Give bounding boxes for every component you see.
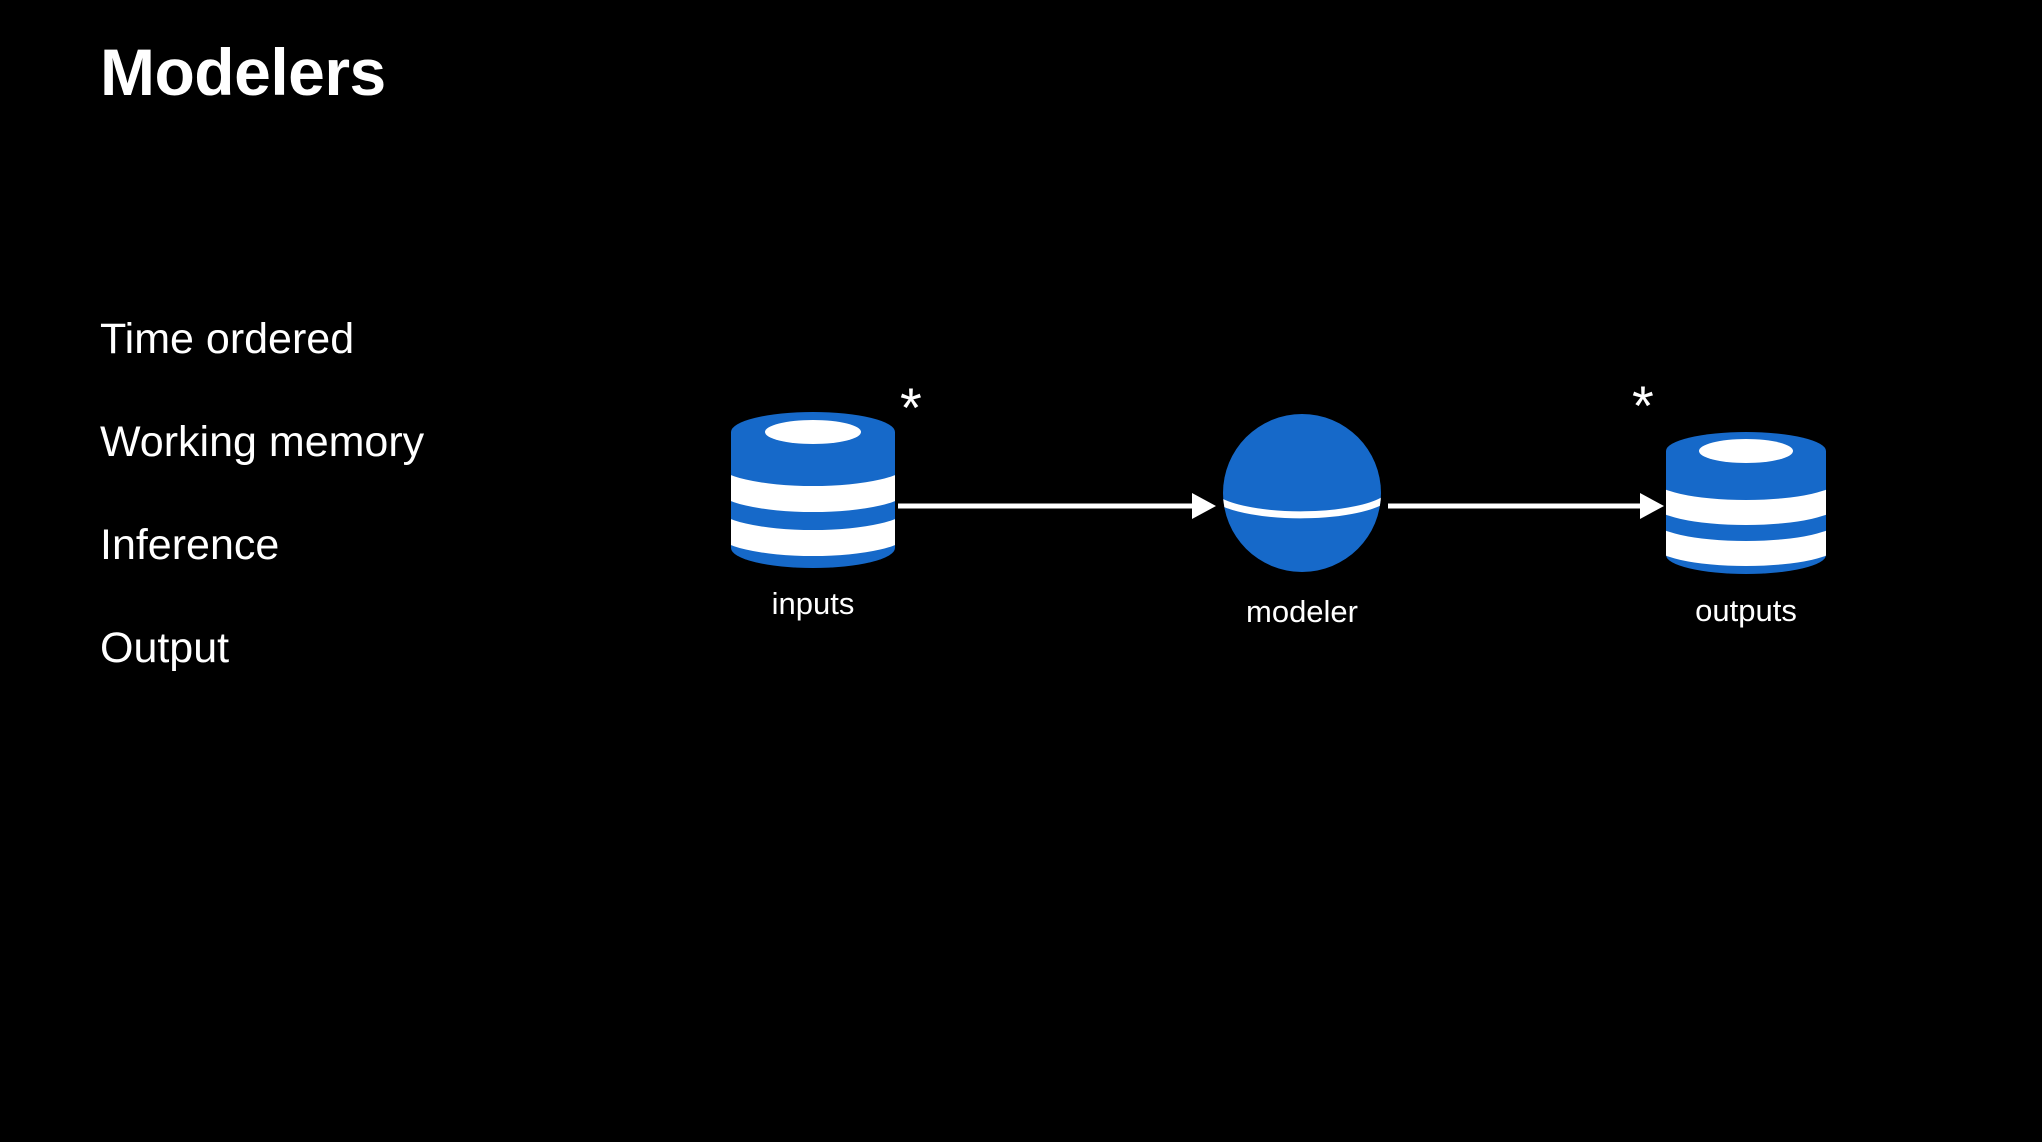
list-item: Working memory bbox=[100, 418, 425, 466]
edge-modeler-to-outputs bbox=[1388, 486, 1664, 531]
node-modeler[interactable]: modeler bbox=[1222, 413, 1382, 627]
arrow-icon bbox=[898, 493, 1216, 519]
database-icon bbox=[731, 412, 895, 568]
multiplicity-asterisk-outputs: * bbox=[1632, 374, 1654, 437]
list-item: Time ordered bbox=[100, 315, 355, 363]
node-inputs[interactable]: inputs bbox=[728, 412, 898, 619]
database-icon bbox=[1666, 432, 1826, 574]
edge-inputs-to-modeler bbox=[898, 486, 1216, 531]
list-item: Inference bbox=[100, 521, 280, 569]
node-outputs[interactable]: outputs bbox=[1663, 432, 1829, 626]
list-item: Output bbox=[100, 624, 230, 672]
node-label-modeler: modeler bbox=[1246, 594, 1358, 629]
arrow-icon bbox=[1388, 493, 1664, 519]
bullet-list: Time ordered Working memory Inference Ou… bbox=[100, 318, 720, 670]
multiplicity-asterisk-inputs: * bbox=[900, 376, 922, 439]
node-label-inputs: inputs bbox=[771, 586, 855, 621]
sphere-icon bbox=[1223, 414, 1381, 572]
node-label-outputs: outputs bbox=[1695, 593, 1797, 628]
page-title: Modelers bbox=[100, 35, 386, 109]
